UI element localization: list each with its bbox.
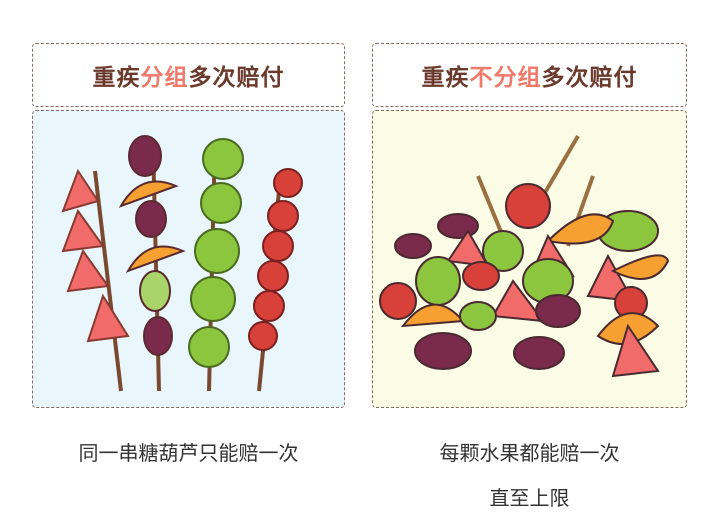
right-title: 重疾不分组多次赔付 bbox=[372, 43, 687, 107]
tanghulu-skewers-image bbox=[61, 135, 303, 392]
left-title: 重疾分组多次赔付 bbox=[32, 43, 345, 107]
title-text: 重疾 bbox=[92, 65, 141, 91]
title-highlight: 分组 bbox=[140, 65, 189, 91]
fruit-pile-image bbox=[379, 134, 670, 378]
right-caption-line2: 直至上限 bbox=[489, 486, 570, 510]
fruit-pile-illustration bbox=[372, 110, 687, 408]
title-text: 多次赔付 bbox=[188, 65, 285, 91]
title-highlight: 不分组 bbox=[469, 65, 542, 91]
skewers-illustration bbox=[32, 110, 345, 408]
left-caption: 同一串糖葫芦只能赔一次 bbox=[78, 441, 299, 465]
right-caption-line1: 每颗水果都能赔一次 bbox=[439, 441, 620, 465]
title-text: 多次赔付 bbox=[541, 65, 638, 91]
title-text: 重疾 bbox=[421, 65, 470, 91]
